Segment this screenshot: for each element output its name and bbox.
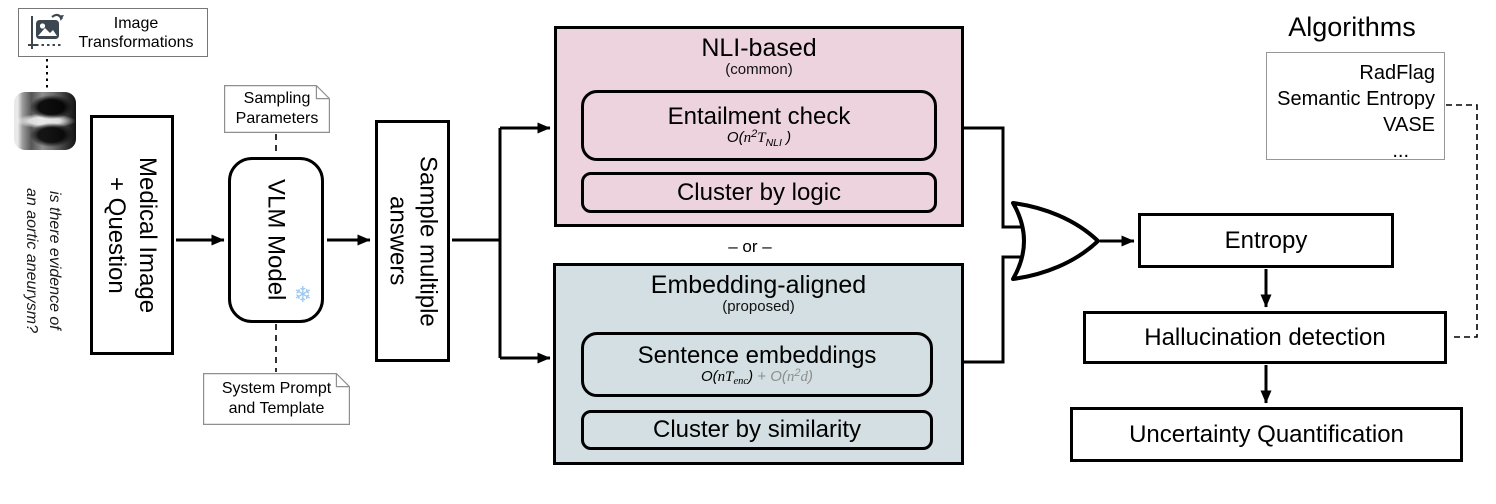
note-shape xyxy=(203,373,350,425)
algorithms-title: Algorithms xyxy=(1288,12,1416,42)
algorithms-box: RadFlag Semantic Entropy VASE ... xyxy=(1266,52,1445,162)
image-transformations-icon xyxy=(28,13,64,49)
cluster-by-similarity-box: Cluster by similarity xyxy=(581,410,933,450)
algorithm-item: RadFlag xyxy=(1359,62,1435,84)
uncertainty-quantification-box: Uncertainty Quantification xyxy=(1070,407,1463,462)
question-text: is there evidence of an aortic aneurysm? xyxy=(20,162,66,358)
split-line xyxy=(452,128,502,358)
algorithm-item-ellipsis: ... xyxy=(1392,140,1409,162)
system-prompt-label: System Prompt and Template xyxy=(221,380,332,417)
sentence-embeddings-label: Sentence embeddings xyxy=(637,341,877,369)
hallucination-detection-label: Hallucination detection xyxy=(1144,323,1386,351)
entailment-check-box: Entailment check O(n2TNLI ) xyxy=(581,90,937,161)
hallucination-detection-box: Hallucination detection xyxy=(1083,311,1447,364)
dashed-algorithms-line xyxy=(1446,104,1478,338)
sample-box-label: Sample multiple answers xyxy=(384,155,442,327)
algorithm-item: Semantic Entropy xyxy=(1277,88,1435,110)
entropy-label: Entropy xyxy=(1224,226,1308,254)
snowflake-icon: ❄ xyxy=(293,282,312,307)
nli-subtitle: (common) xyxy=(725,61,793,78)
question-line-1: is there evidence of xyxy=(46,190,63,330)
medical-image-question-box: Medical Image + Question xyxy=(90,115,174,355)
embedding-subtitle: (proposed) xyxy=(722,298,795,315)
vlm-model-label: VLM Model xyxy=(262,179,290,301)
or-separator-label: – or – xyxy=(728,237,772,256)
medical-xray-image xyxy=(14,92,76,150)
uncertainty-quantification-label: Uncertainty Quantification xyxy=(1129,420,1404,448)
embedding-output-line xyxy=(964,255,1026,364)
sampling-parameters-label: Sampling Parameters xyxy=(235,90,319,127)
image-transformations-box: Image Transformations xyxy=(18,8,208,57)
medical-box-label: Medical Image + Question xyxy=(103,156,161,314)
question-line-2: an aortic aneurysm? xyxy=(23,187,40,333)
nli-output-line xyxy=(964,126,1026,229)
embedding-complexity: O(nTenc) + O(n2d) xyxy=(701,366,813,388)
system-prompt-note: System Prompt and Template xyxy=(203,373,350,425)
sample-multiple-answers-box: Sample multiple answers xyxy=(375,120,450,362)
nli-title: NLI-based xyxy=(701,34,817,62)
cluster-by-logic-label: Cluster by logic xyxy=(676,178,842,206)
entailment-complexity: O(n2TNLI ) xyxy=(726,128,792,149)
or-gate xyxy=(1011,201,1100,281)
embedding-aligned-box: Embedding-aligned (proposed) Sentence em… xyxy=(553,263,964,465)
vlm-model-box: VLM Model ❄ xyxy=(228,157,324,323)
embedding-title: Embedding-aligned xyxy=(650,271,867,299)
image-transformations-label: Image Transformations xyxy=(78,14,194,51)
algorithm-item: VASE xyxy=(1383,114,1435,136)
entailment-check-label: Entailment check xyxy=(667,103,851,130)
cluster-by-similarity-label: Cluster by similarity xyxy=(652,416,862,443)
sampling-parameters-note: Sampling Parameters xyxy=(224,85,330,133)
cluster-by-logic-box: Cluster by logic xyxy=(581,172,937,213)
note-shape xyxy=(224,85,330,133)
nli-based-box: NLI-based (common) Entailment check O(n2… xyxy=(554,26,964,227)
sentence-embeddings-box: Sentence embeddings O(nTenc) + O(n2d) xyxy=(581,332,933,397)
entropy-box: Entropy xyxy=(1138,213,1394,268)
